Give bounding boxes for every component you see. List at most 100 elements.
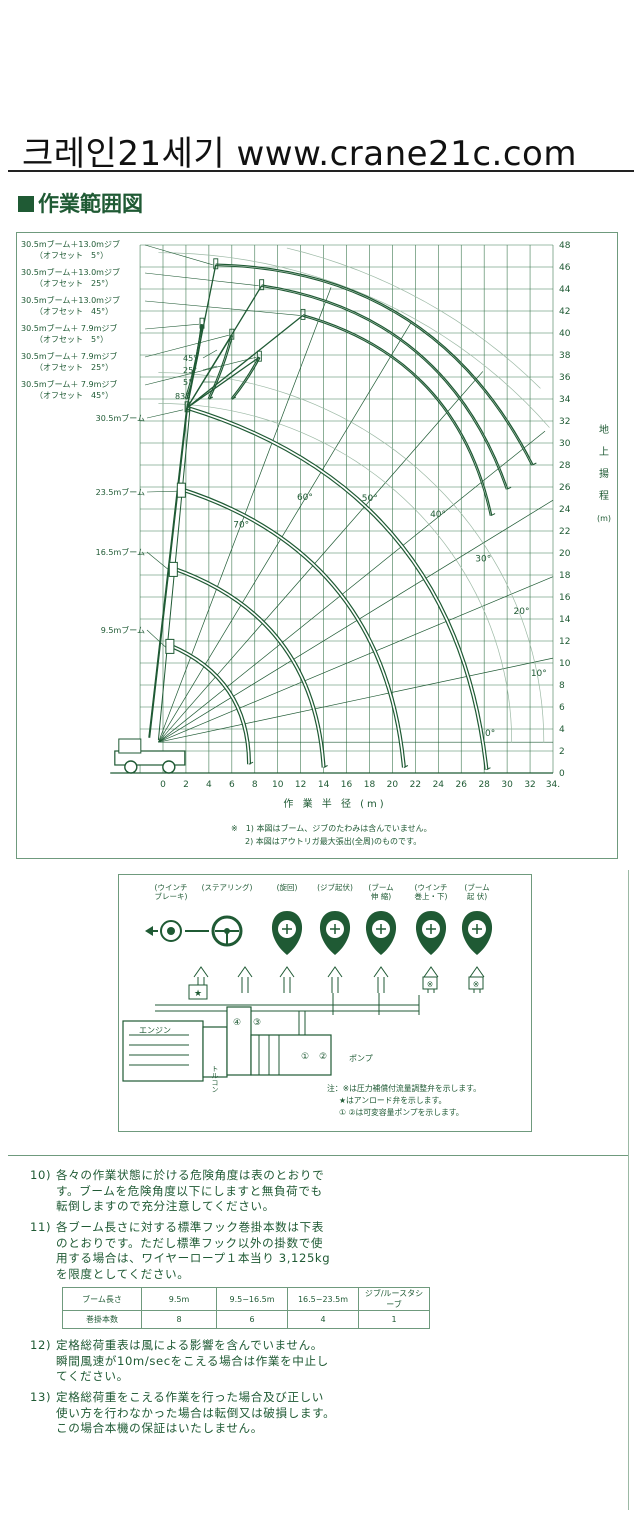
function-icon-mark bbox=[282, 924, 292, 934]
angle-label: 10° bbox=[531, 669, 547, 679]
function-icon-mark bbox=[330, 924, 340, 934]
chart-angle-lines bbox=[158, 287, 554, 743]
x-tick-label: 18 bbox=[364, 780, 376, 790]
range-curve-outline bbox=[215, 263, 534, 466]
x-tick-label: 8 bbox=[252, 780, 258, 790]
series-label: 30.5mブーム＋ 7.9mジブ bbox=[21, 379, 117, 389]
table-header-cell: ブーム長さ bbox=[62, 1287, 142, 1311]
brake-icon-center bbox=[167, 927, 175, 935]
flow-valve-mark: ※ bbox=[427, 980, 434, 989]
series-label-offset: （オフセット 25°） bbox=[35, 363, 113, 372]
control-label: (旋回) bbox=[276, 883, 298, 892]
x-tick-label: 20 bbox=[387, 780, 399, 790]
x-tick-label: 10 bbox=[272, 780, 284, 790]
unload-valve bbox=[188, 984, 208, 1000]
y-tick-label: 36 bbox=[559, 373, 571, 383]
control-label: (ブーム 起 伏) bbox=[464, 883, 490, 901]
flow-up-arrow bbox=[279, 966, 295, 993]
offset-label: 25° bbox=[183, 366, 197, 375]
angle-line bbox=[158, 499, 554, 743]
series-label: 23.5mブーム bbox=[96, 487, 145, 497]
crane-illustration bbox=[114, 264, 304, 774]
pipe-line bbox=[298, 993, 420, 1045]
range-curve-outline bbox=[261, 284, 509, 490]
series-label: 30.5mブーム＋13.0mジブ bbox=[21, 295, 120, 305]
y-tick-label: 26 bbox=[559, 483, 571, 493]
leader-line bbox=[144, 272, 259, 286]
leader-line bbox=[146, 551, 170, 571]
series-label-offset: （オフセット 25°） bbox=[35, 279, 113, 288]
y-tick-label: 38 bbox=[559, 351, 571, 361]
chart-note-2: 2) 本図はアウトリガ最大張出(全周)のものです。 bbox=[245, 837, 422, 846]
control-label: (ステアリング) bbox=[201, 883, 253, 892]
x-tick-label: 14 bbox=[318, 780, 330, 790]
control-label: (ウインチ 巻上・下) bbox=[414, 883, 448, 901]
flow-up-arrow bbox=[237, 966, 253, 993]
angle-label: 40° bbox=[430, 510, 446, 520]
pump-ribs bbox=[258, 1035, 280, 1075]
range-curve-inner bbox=[181, 488, 405, 768]
banner-rule bbox=[8, 170, 634, 172]
x-tick-label: 32 bbox=[524, 780, 535, 790]
pump-number: ② bbox=[319, 1052, 327, 1062]
jib-line bbox=[186, 314, 304, 409]
table-header-cell: ジブ/ルースタシーブ bbox=[358, 1287, 430, 1311]
x-tick-label: 24 bbox=[433, 780, 445, 790]
y-tick-label: 24 bbox=[559, 505, 571, 515]
y-axis-label-char: 地 bbox=[599, 423, 609, 436]
range-curve-inner bbox=[173, 567, 325, 768]
y-tick-label: 0 bbox=[559, 769, 565, 779]
x-tick-label: 12 bbox=[295, 780, 306, 790]
y-tick-label: 28 bbox=[559, 461, 571, 471]
torque-converter bbox=[202, 1026, 228, 1078]
control-label: (ジブ起伏) bbox=[317, 883, 353, 892]
curve-tail bbox=[323, 765, 328, 768]
engine-block bbox=[122, 1020, 204, 1082]
pump-number: ① bbox=[301, 1052, 309, 1062]
hook-marker bbox=[213, 258, 219, 270]
angle-line bbox=[158, 371, 484, 743]
y-tick-label: 30 bbox=[559, 439, 571, 449]
hydraulic-note-2: ★はアンロード弁を示します。 bbox=[339, 1096, 447, 1105]
leader-line bbox=[146, 490, 178, 493]
boom-head bbox=[176, 482, 186, 498]
hook-marker bbox=[259, 279, 265, 291]
section-title-text: 作業範囲図 bbox=[38, 192, 143, 216]
table-cell: 1 bbox=[358, 1310, 430, 1329]
page-edge-rule bbox=[628, 870, 629, 1510]
boom-head bbox=[168, 561, 178, 577]
series-label-offset: （オフセット 5°） bbox=[35, 335, 108, 344]
x-tick-label: 0 bbox=[160, 780, 166, 790]
angle-label: 30° bbox=[475, 554, 491, 564]
leader-line bbox=[202, 365, 218, 371]
range-curve-inner bbox=[261, 285, 508, 490]
boom-head bbox=[165, 638, 175, 654]
offset-label: 83° bbox=[175, 392, 189, 401]
y-tick-label: 2 bbox=[559, 747, 565, 757]
range-curve-inner bbox=[215, 264, 533, 466]
table-row-label: 巻掛本数 bbox=[62, 1310, 142, 1329]
hook-marker bbox=[300, 308, 306, 320]
y-axis-label-char: 上 bbox=[599, 446, 609, 458]
flow-valve-mark: ※ bbox=[473, 980, 480, 989]
leader-line bbox=[144, 300, 300, 316]
series-label: 30.5mブーム bbox=[96, 413, 145, 423]
leader-line bbox=[146, 629, 167, 648]
range-curve-inner bbox=[169, 644, 250, 765]
offset-label: 45° bbox=[183, 354, 197, 363]
envelope-arc bbox=[286, 247, 541, 389]
function-icon-mark bbox=[426, 924, 436, 934]
series-label: 9.5mブーム bbox=[101, 625, 145, 635]
y-tick-label: 14 bbox=[559, 615, 571, 625]
curve-tail bbox=[208, 396, 214, 400]
y-tick-label: 4 bbox=[559, 725, 565, 735]
series-label: 30.5mブーム＋13.0mジブ bbox=[21, 267, 120, 277]
range-curve-inner bbox=[302, 315, 492, 516]
jib-line bbox=[186, 285, 263, 409]
angle-line bbox=[158, 576, 554, 743]
y-tick-label: 12 bbox=[559, 637, 570, 647]
y-tick-label: 40 bbox=[559, 329, 571, 339]
